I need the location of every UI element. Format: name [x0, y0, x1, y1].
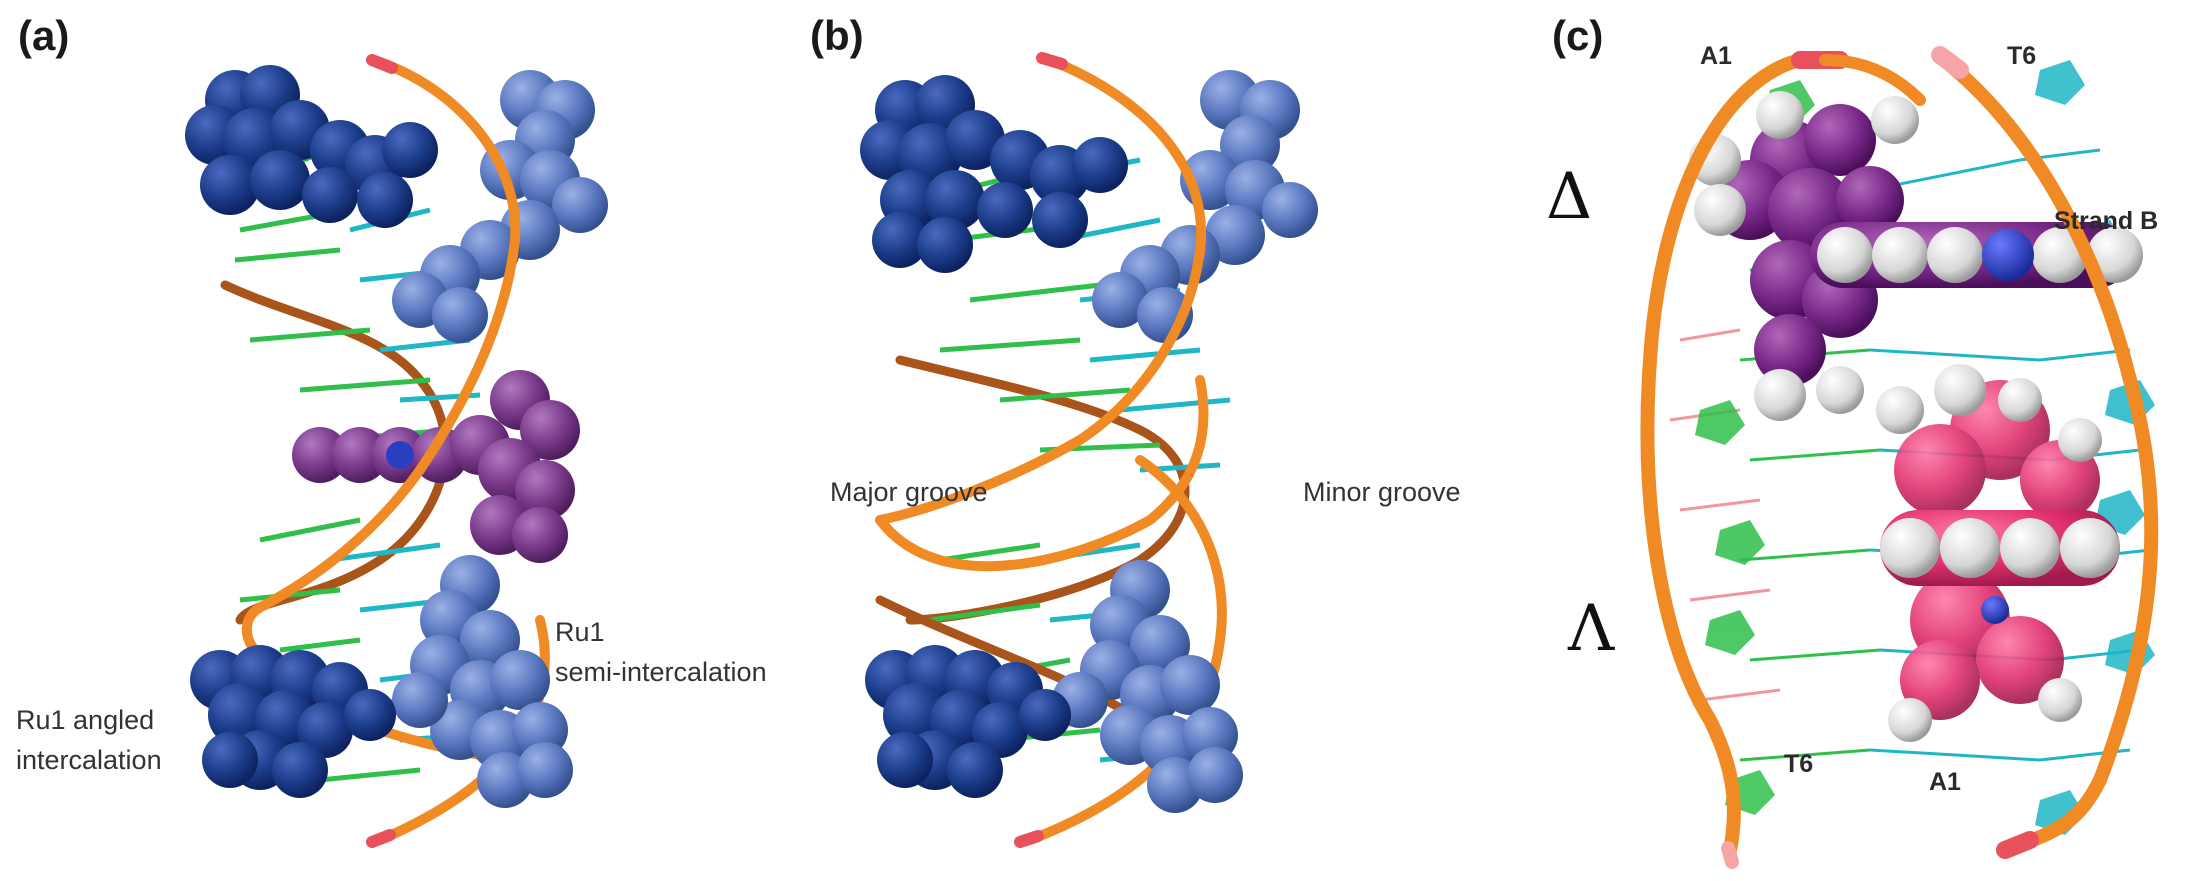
panel-a-label: (a)	[18, 12, 70, 59]
ru-complex-top-left	[185, 65, 438, 228]
strand-end	[1036, 52, 1068, 70]
ru-ligand-middle	[292, 370, 580, 563]
strand-b-main	[1943, 58, 2159, 852]
dna-strand-front	[875, 55, 1207, 525]
panel-a-structure	[185, 54, 608, 848]
dna-strand-back	[895, 355, 1190, 625]
annotation-angled-line2: intercalation	[16, 745, 162, 775]
dna-strand-front	[241, 57, 521, 655]
label-a1-top: A1	[1700, 42, 1732, 70]
label-strand-b: Strand B	[2054, 207, 2159, 235]
strand-end	[1931, 46, 1969, 79]
delta-complex	[1689, 91, 2143, 421]
ru-complex-bottom-right	[392, 555, 573, 808]
ru-complex-bottom-right	[1052, 560, 1243, 813]
annotation-angled-line1: Ru1 angled	[16, 705, 155, 735]
annotation-semi-line1: Ru1	[555, 617, 605, 647]
nitrogen-atom	[386, 441, 414, 469]
strand-end	[366, 54, 398, 74]
annotation-minor-groove: Minor groove	[1303, 477, 1461, 507]
panel-c-label: (c)	[1552, 12, 1604, 59]
strand-b	[1819, 54, 1926, 106]
panel-c: (c)	[1540, 0, 2196, 881]
annotation-semi-intercalation: Ru1 semi-intercalation	[555, 612, 767, 692]
strand-end	[366, 829, 396, 848]
label-a1-bottom: A1	[1929, 768, 1961, 796]
annotation-major-groove: Major groove	[830, 477, 988, 507]
strand-end	[1014, 830, 1044, 848]
panel-b-label: (b)	[810, 12, 864, 59]
strand-end	[1996, 831, 2039, 859]
panel-a: (a)	[0, 0, 780, 881]
lambda-complex	[1876, 364, 2120, 742]
ru-complex-bottom-left	[865, 645, 1071, 798]
label-lambda: Λ	[1568, 592, 1615, 666]
panel-b: (b)	[780, 0, 1540, 881]
panel-c-structure	[1640, 46, 2159, 869]
annotation-angled-intercalation: Ru1 angled intercalation	[16, 700, 162, 780]
ru-complex-top-left	[860, 75, 1128, 273]
strand-end	[1721, 841, 1739, 869]
panel-b-structure	[860, 52, 1318, 848]
label-t6-top: T6	[2007, 42, 2037, 70]
sugar-rings-green	[1695, 80, 1815, 815]
label-t6-bottom: T6	[1784, 750, 1814, 778]
strand-a	[1640, 53, 1807, 857]
ru-complex-top-right	[1092, 70, 1318, 343]
label-delta: Δ	[1546, 160, 1593, 234]
ru-complex-bottom-left	[190, 645, 396, 798]
annotation-semi-line2: semi-intercalation	[555, 657, 767, 687]
